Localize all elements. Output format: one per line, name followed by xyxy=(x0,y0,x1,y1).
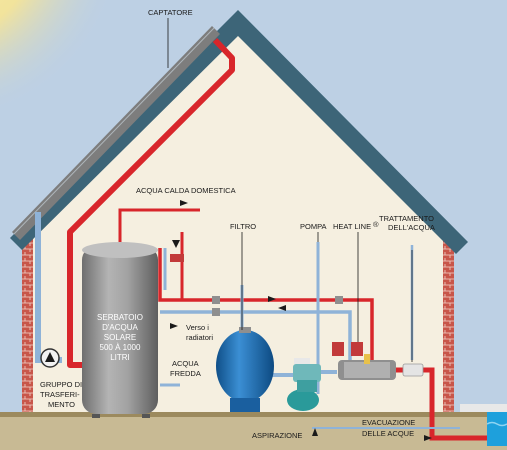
label-verso-1: Verso i xyxy=(186,323,209,332)
heat-return-pipe xyxy=(160,310,352,360)
label-gruppo-2: TRASFERI- xyxy=(40,390,80,399)
label-evacuazione-1: EVACUAZIONE xyxy=(362,418,415,427)
label-gruppo-1: GRUPPO DI xyxy=(40,380,82,389)
heat-flow-pipe xyxy=(158,248,374,362)
right-brick-wall xyxy=(443,238,454,416)
label-trattamento-2: DELL'ACQUA xyxy=(388,223,435,232)
label-tank-4: 500 À 1000 xyxy=(100,343,141,352)
ground xyxy=(0,416,507,450)
label-tank-5: LITRI xyxy=(110,353,130,362)
label-acqua-fredda-1: ACQUA xyxy=(172,359,199,368)
solar-tank xyxy=(82,242,158,418)
label-tank-2: D'ACQUA xyxy=(102,323,138,332)
label-tank-3: SOLARE xyxy=(104,333,136,342)
label-captatore: CAPTATORE xyxy=(148,8,193,17)
label-heat-line-mark: ® xyxy=(373,220,379,229)
heat-line-exchanger xyxy=(332,342,396,380)
water-treatment-unit xyxy=(402,363,424,377)
label-tank-1: SERBATOIO xyxy=(97,313,143,322)
label-pompa: POMPA xyxy=(300,222,327,231)
sun xyxy=(0,0,125,125)
label-filtro: FILTRO xyxy=(230,222,256,231)
label-acqua-fredda-2: FREDDA xyxy=(170,369,201,378)
collector-hot-pipe xyxy=(67,37,235,368)
label-acqua-calda: ACQUA CALDA DOMESTICA xyxy=(136,186,236,195)
label-gruppo-3: MENTO xyxy=(48,400,75,409)
solar-collector xyxy=(12,26,220,240)
label-aspirazione: ASPIRAZIONE xyxy=(252,431,302,440)
pool-water xyxy=(487,412,507,446)
domestic-hot-pipe xyxy=(118,208,200,246)
leader-lines xyxy=(167,18,413,362)
left-brick-wall xyxy=(22,238,33,416)
pool-edge xyxy=(460,404,507,412)
label-heat-line: HEAT LINE xyxy=(333,222,371,231)
label-verso-2: radiatori xyxy=(186,333,213,342)
pool-pump xyxy=(287,358,321,411)
valves xyxy=(170,254,343,316)
sand-filter xyxy=(216,327,274,412)
label-trattamento-1: TRATTAMENTO xyxy=(379,214,434,223)
label-evacuazione-2: DELLE ACQUE xyxy=(362,429,414,438)
